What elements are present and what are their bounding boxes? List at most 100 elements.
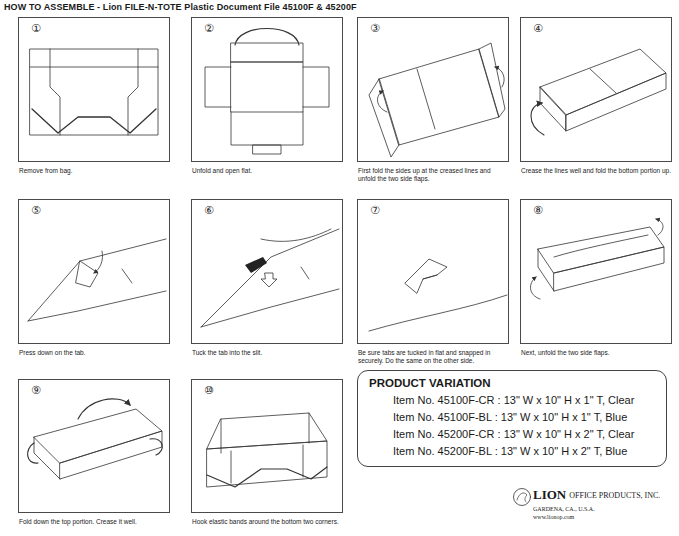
step-panel: ④Crease the lines well and fold the bott… xyxy=(520,17,672,162)
line-art xyxy=(309,413,310,443)
step-caption: Remove from bag. xyxy=(19,167,171,175)
line-art xyxy=(540,87,566,131)
line-art xyxy=(540,49,666,115)
sides-folded xyxy=(369,43,505,157)
line-art xyxy=(531,103,544,135)
step-number: ③ xyxy=(370,23,380,34)
line-art xyxy=(207,467,327,487)
line-art xyxy=(50,49,60,135)
step-caption: Be sure tabs are tucked in flat and snap… xyxy=(358,349,510,365)
line-art xyxy=(301,267,309,279)
tab-tucked xyxy=(369,259,507,331)
step-panel: ⑥Tuck the tab into the slit. xyxy=(191,199,343,344)
step-number: ⑩ xyxy=(204,385,214,396)
step-number: ① xyxy=(31,23,41,34)
logo-text: GARDENA, CA., U.S.A. xyxy=(533,506,595,512)
logo-text: OFFICE PRODUCTS, INC. xyxy=(569,491,660,500)
line-art xyxy=(207,413,327,449)
line-art xyxy=(231,62,303,112)
step-caption: Crease the lines well and fold the botto… xyxy=(521,167,673,175)
step-caption: Tuck the tab into the slit. xyxy=(192,349,344,357)
line-art xyxy=(656,219,663,235)
line-art xyxy=(566,73,666,131)
press-tab xyxy=(28,239,166,321)
step-caption: Next, unfold the two side flaps. xyxy=(521,349,673,357)
line-art xyxy=(122,269,132,283)
line-art xyxy=(379,49,499,145)
variation-item: Item No. 45200F-CR : 13" W x 10" H x 2" … xyxy=(393,426,656,443)
page-title: HOW TO ASSEMBLE - Lion FILE-N-TOTE Plast… xyxy=(4,2,357,12)
line-art xyxy=(554,235,648,257)
line-art xyxy=(514,489,531,506)
line-art xyxy=(479,43,505,117)
step-panel: ①Remove from bag. xyxy=(18,17,170,162)
step-caption: Fold down the top portion. Crease it wel… xyxy=(19,518,171,526)
line-art xyxy=(30,49,158,135)
line-art xyxy=(205,67,231,107)
line-art xyxy=(128,49,138,135)
line-art xyxy=(590,69,616,93)
line-art xyxy=(538,249,554,291)
step-panel: ⑧Next, unfold the two side flaps. xyxy=(520,199,672,344)
line-art xyxy=(261,273,277,287)
line-art xyxy=(76,261,98,287)
step-caption: Unfold and open flat. xyxy=(192,167,344,175)
line-art xyxy=(245,257,267,273)
step-panel: ⑩Hook elastic bands around the bottom tw… xyxy=(191,379,343,513)
step-panel: ③First fold the sides up at the creased … xyxy=(357,17,509,162)
step-panel: ⑤Press down on the tab. xyxy=(18,199,170,344)
line-art xyxy=(423,275,437,279)
step-caption: First fold the sides up at the creased l… xyxy=(358,167,510,183)
variation-item: Item No. 45200F-BL : 13" W x 10" H x 2" … xyxy=(393,443,656,460)
step-number: ④ xyxy=(533,23,543,34)
line-art xyxy=(261,229,331,241)
line-art xyxy=(231,451,232,483)
line-art xyxy=(30,67,158,68)
line-art xyxy=(28,443,38,463)
fold-top-down xyxy=(28,399,163,479)
line-art xyxy=(303,445,304,477)
line-art xyxy=(201,229,339,327)
line-art xyxy=(78,399,130,419)
line-art xyxy=(221,419,222,453)
file-in-bag xyxy=(30,49,158,135)
lion-logo xyxy=(514,489,531,506)
line-art xyxy=(231,112,303,145)
logo-text: www.lionop.com xyxy=(533,514,574,520)
tuck-tab xyxy=(201,229,339,327)
step-number: ⑤ xyxy=(31,205,41,216)
step-panel: ②Unfold and open flat. xyxy=(191,17,343,162)
assembled-file xyxy=(207,413,327,487)
line-art xyxy=(538,227,664,273)
unfolded-sheet xyxy=(205,29,329,155)
line-art xyxy=(303,67,329,107)
line-art xyxy=(369,295,507,331)
box-heading: PRODUCT VARIATION xyxy=(369,377,656,389)
logo-text: LION xyxy=(533,487,566,503)
line-art xyxy=(235,29,299,46)
line-art xyxy=(417,69,435,129)
line-art xyxy=(34,409,162,463)
line-art xyxy=(150,439,162,455)
line-art xyxy=(495,67,504,87)
variation-item: Item No. 45100F-BL : 13" W x 10" H x 1" … xyxy=(393,409,656,426)
step-number: ⑥ xyxy=(204,205,214,216)
line-art xyxy=(405,259,447,293)
step-number: ⑨ xyxy=(31,385,41,396)
line-art xyxy=(94,251,103,273)
line-art xyxy=(517,493,527,502)
line-art xyxy=(369,79,399,157)
line-art xyxy=(28,239,166,321)
step-panel: ⑦Be sure tabs are tucked in flat and sna… xyxy=(357,199,509,344)
line-art xyxy=(201,289,339,327)
line-art xyxy=(28,291,166,321)
step-caption: Press down on the tab. xyxy=(19,349,171,357)
line-art xyxy=(377,91,387,112)
unfold-side-flaps xyxy=(530,219,664,299)
line-art xyxy=(530,277,540,299)
product-variation-box: PRODUCT VARIATIONItem No. 45100F-CR : 13… xyxy=(357,370,667,467)
step-caption: Hook elastic bands around the bottom two… xyxy=(192,518,344,526)
line-art xyxy=(554,247,664,291)
step-number: ⑦ xyxy=(370,205,380,216)
step-number: ② xyxy=(204,23,214,34)
